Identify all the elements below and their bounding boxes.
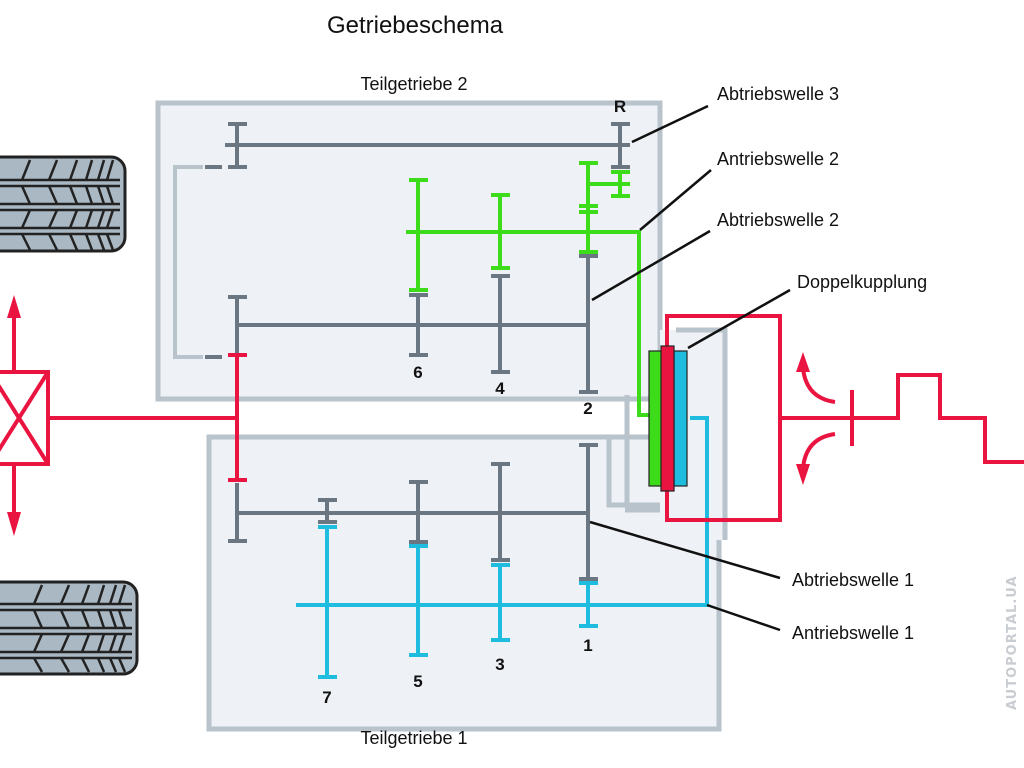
tire-upper-icon (0, 155, 127, 253)
gear-label-1: 1 (583, 636, 592, 655)
output-shaft-2 (228, 254, 598, 394)
callout-output-shaft-1: Abtriebswelle 1 (792, 570, 914, 590)
arrow-up-icon (7, 295, 21, 318)
section-label-upper: Teilgetriebe 2 (360, 74, 467, 94)
gear-label-reverse: R (614, 97, 626, 116)
gear-label-7: 7 (322, 688, 331, 707)
tire-lower-icon (0, 580, 139, 676)
section-label-lower: Teilgetriebe 1 (360, 728, 467, 748)
gear-label-6: 6 (413, 363, 422, 382)
dual-clutch (648, 345, 688, 492)
callout-dual-clutch: Doppelkupplung (797, 272, 927, 292)
final-drive-line (48, 314, 1024, 522)
clutch-housing-edge (676, 327, 728, 540)
differential (0, 312, 50, 518)
input-shaft-1 (296, 416, 709, 679)
output-shaft-1 (228, 443, 598, 581)
housing-lower (206, 434, 722, 732)
gear-label-4: 4 (495, 379, 505, 398)
housing-upper (155, 100, 663, 402)
diagram-title: Getriebeschema (327, 12, 504, 39)
callout-input-shaft-2: Antriebswelle 2 (717, 149, 839, 169)
callout-output-shaft-3: Abtriebswelle 3 (717, 84, 839, 104)
rotation-arrows (796, 352, 836, 485)
callout-input-shaft-1: Antriebswelle 1 (792, 623, 914, 643)
callout-output-shaft-2: Abtriebswelle 2 (717, 210, 839, 230)
input-shaft-2 (406, 161, 652, 417)
gear-label-5: 5 (413, 672, 422, 691)
output-shaft-3 (225, 122, 630, 169)
gear-label-2: 2 (583, 399, 592, 418)
callout-leaders (589, 104, 791, 632)
watermark: AUTOPORTAL.UA (1005, 575, 1020, 710)
arrow-down-icon (7, 512, 21, 536)
gear-label-3: 3 (495, 655, 504, 674)
upper-return-line (173, 165, 203, 359)
